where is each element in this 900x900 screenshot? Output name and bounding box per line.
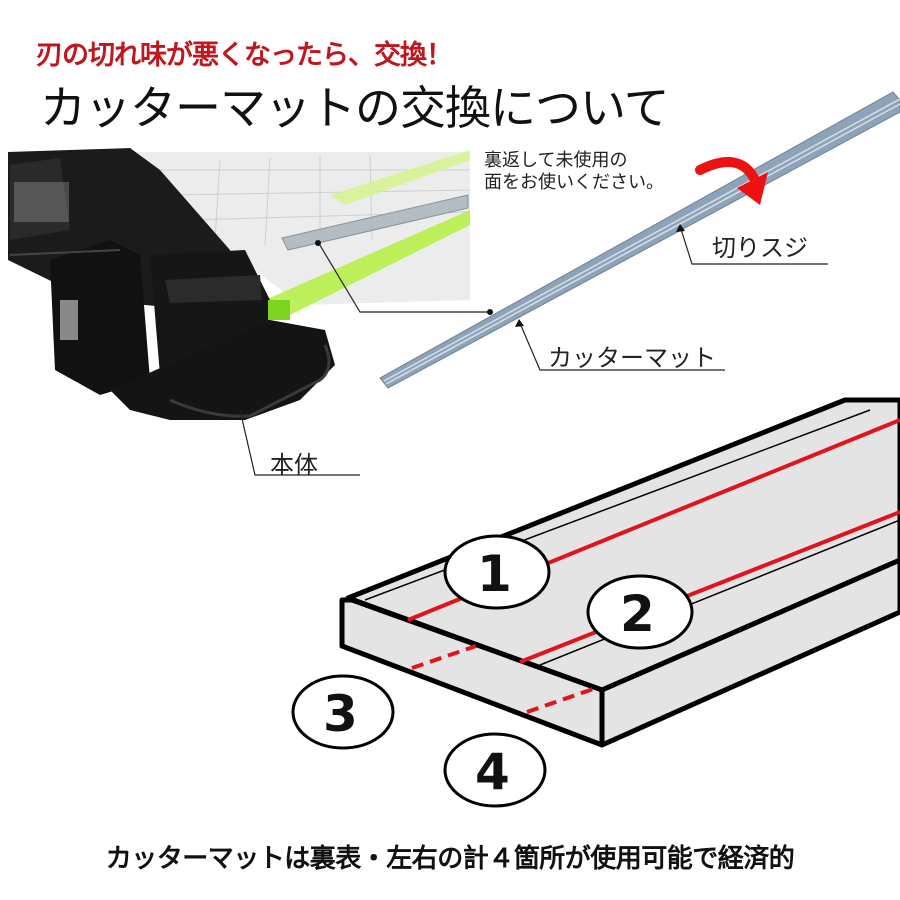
cut-line-label: 切りスジ (712, 234, 808, 262)
page-title: カッターマットの交換について (40, 81, 670, 135)
cutter-photo (8, 148, 471, 420)
body-label: 本体 (270, 451, 318, 479)
caption: カッターマットは裏表・左右の計４箇所が使用可能で経済的 (105, 844, 795, 874)
flip-instruction-line2: 面をお使いください。 (484, 172, 664, 193)
flip-instruction: 裏返して未使用の 面をお使いください。 (484, 150, 664, 194)
cutter-mat-strip (379, 91, 900, 389)
marker-4-label: 4 (475, 743, 510, 801)
subtitle: 刃の切れ味が悪くなったら、交換！ (36, 40, 453, 71)
marker-2 (586, 574, 694, 650)
marker-2-label: 2 (620, 585, 655, 643)
marker-1 (443, 534, 551, 610)
marker-1-label: 1 (477, 545, 512, 603)
marker-3-label: 3 (323, 685, 358, 743)
mat-diagram (291, 397, 900, 808)
flip-instruction-line1: 裏返して未使用の (484, 150, 628, 171)
cutter-mat-label: カッターマット (548, 344, 716, 372)
marker-4 (443, 732, 547, 808)
marker-3 (291, 674, 395, 750)
leader-lines (239, 225, 828, 476)
flip-arrow-icon (695, 157, 768, 205)
